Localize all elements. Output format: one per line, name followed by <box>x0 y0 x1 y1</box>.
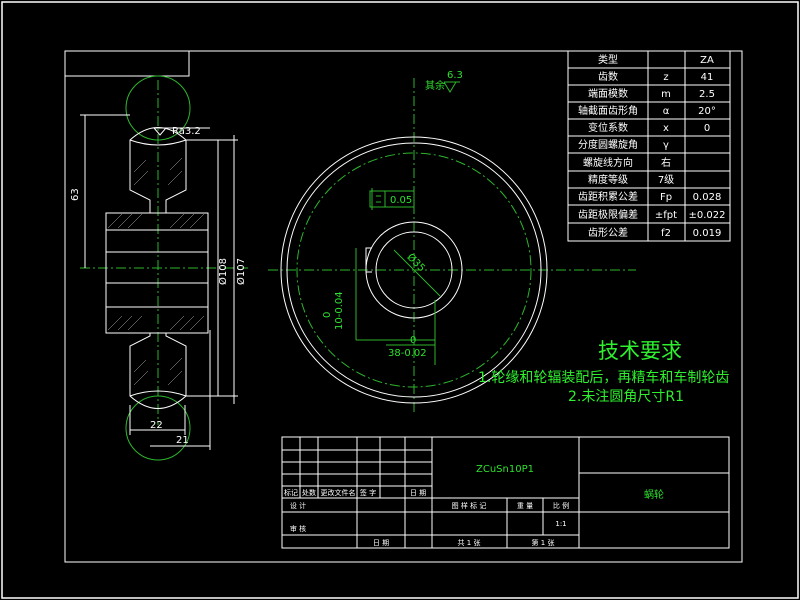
param-val-0: ZA <box>700 55 714 66</box>
keyway-width-tol: 0 <box>410 335 416 346</box>
param-val-9: ±0.022 <box>688 210 725 221</box>
param-name-5: 分度圆螺旋角 <box>578 138 638 151</box>
param-sym-8: Fp <box>660 192 672 203</box>
param-sym-10: f2 <box>661 228 671 239</box>
rest-roughness: 其余 <box>425 79 445 92</box>
scale-value: 1:1 <box>555 520 566 528</box>
roughness-label: Ra3.2 <box>172 126 201 137</box>
param-name-1: 齿数 <box>598 70 618 83</box>
weight-label: 重 量 <box>517 502 533 510</box>
param-name-2: 端面模数 <box>588 87 628 100</box>
param-sym-9: ±fpt <box>655 210 677 221</box>
param-name-4: 变位系数 <box>588 121 628 134</box>
param-val-8: 0.028 <box>693 192 722 203</box>
param-name-10: 齿形公差 <box>588 226 628 239</box>
hdr-sign: 签 字 <box>360 488 376 497</box>
sheet-number: 第 1 张 <box>532 538 555 547</box>
rest-roughness-value: 6.3 <box>447 70 463 81</box>
dim-d108: Ø108 <box>217 258 229 285</box>
design-label: 设 计 <box>290 501 306 510</box>
front-view <box>268 78 636 412</box>
review-label: 审 核 <box>290 524 306 533</box>
dim-22: 22 <box>150 420 163 431</box>
param-name-8: 齿距积累公差 <box>578 190 638 203</box>
param-name-0: 类型 <box>598 53 618 66</box>
params-table <box>567 50 731 242</box>
param-val-1: 41 <box>701 72 714 83</box>
hdr-mark: 标记 <box>284 488 298 497</box>
tech-req-title: 技术要求 <box>598 339 682 363</box>
param-val-10: 0.019 <box>693 228 722 239</box>
drawing-frame <box>64 50 743 563</box>
section-view <box>80 75 248 461</box>
stage-label: 图 样 标 记 <box>452 501 487 510</box>
param-sym-6: 右 <box>661 156 671 169</box>
corner-box <box>64 50 190 77</box>
param-name-7: 精度等级 <box>588 173 628 186</box>
total-sheets: 共 1 张 <box>458 538 481 547</box>
keyway-depth: 10-0.04 <box>334 291 345 330</box>
param-val-4: 0 <box>704 123 710 134</box>
param-sym-3: α <box>663 106 670 117</box>
title-block <box>281 436 730 549</box>
param-sym-5: γ <box>663 140 669 151</box>
keyway-depth-tol: 0 <box>322 312 333 318</box>
keyway-width: 38-0.02 <box>388 348 427 359</box>
date-label: 日 期 <box>373 539 389 547</box>
param-val-2: 2.5 <box>699 89 715 100</box>
tech-req-line1: 1.轮缘和轮辐装配后，再精车和车制轮齿 <box>478 369 729 386</box>
bore-diameter: Ø35 <box>405 251 428 274</box>
ratio-label: 比 例 <box>553 501 569 510</box>
dim-d107: Ø107 <box>235 258 247 285</box>
param-name-3: 轴截面齿形角 <box>578 104 638 117</box>
hdr-file: 更改文件名 <box>321 488 356 497</box>
flatness-value: 0.05 <box>390 195 412 206</box>
param-sym-4: x <box>663 123 669 134</box>
param-sym-1: z <box>663 72 668 83</box>
param-val-3: 20° <box>698 106 716 117</box>
hdr-count: 处数 <box>302 488 316 497</box>
dim-21: 21 <box>176 435 189 446</box>
tech-req-line2: 2.未注圆角尺寸R1 <box>568 389 684 405</box>
param-name-6: 螺旋线方向 <box>583 156 633 169</box>
param-name-9: 齿距极限偏差 <box>578 208 638 221</box>
param-sym-7: 7级 <box>658 174 674 186</box>
material-label: ZCuSn10P1 <box>476 464 534 475</box>
dim-63: 63 <box>70 188 81 201</box>
part-name: 蜗轮 <box>644 488 664 501</box>
hdr-date: 日 期 <box>410 489 426 497</box>
param-sym-2: m <box>661 89 671 100</box>
